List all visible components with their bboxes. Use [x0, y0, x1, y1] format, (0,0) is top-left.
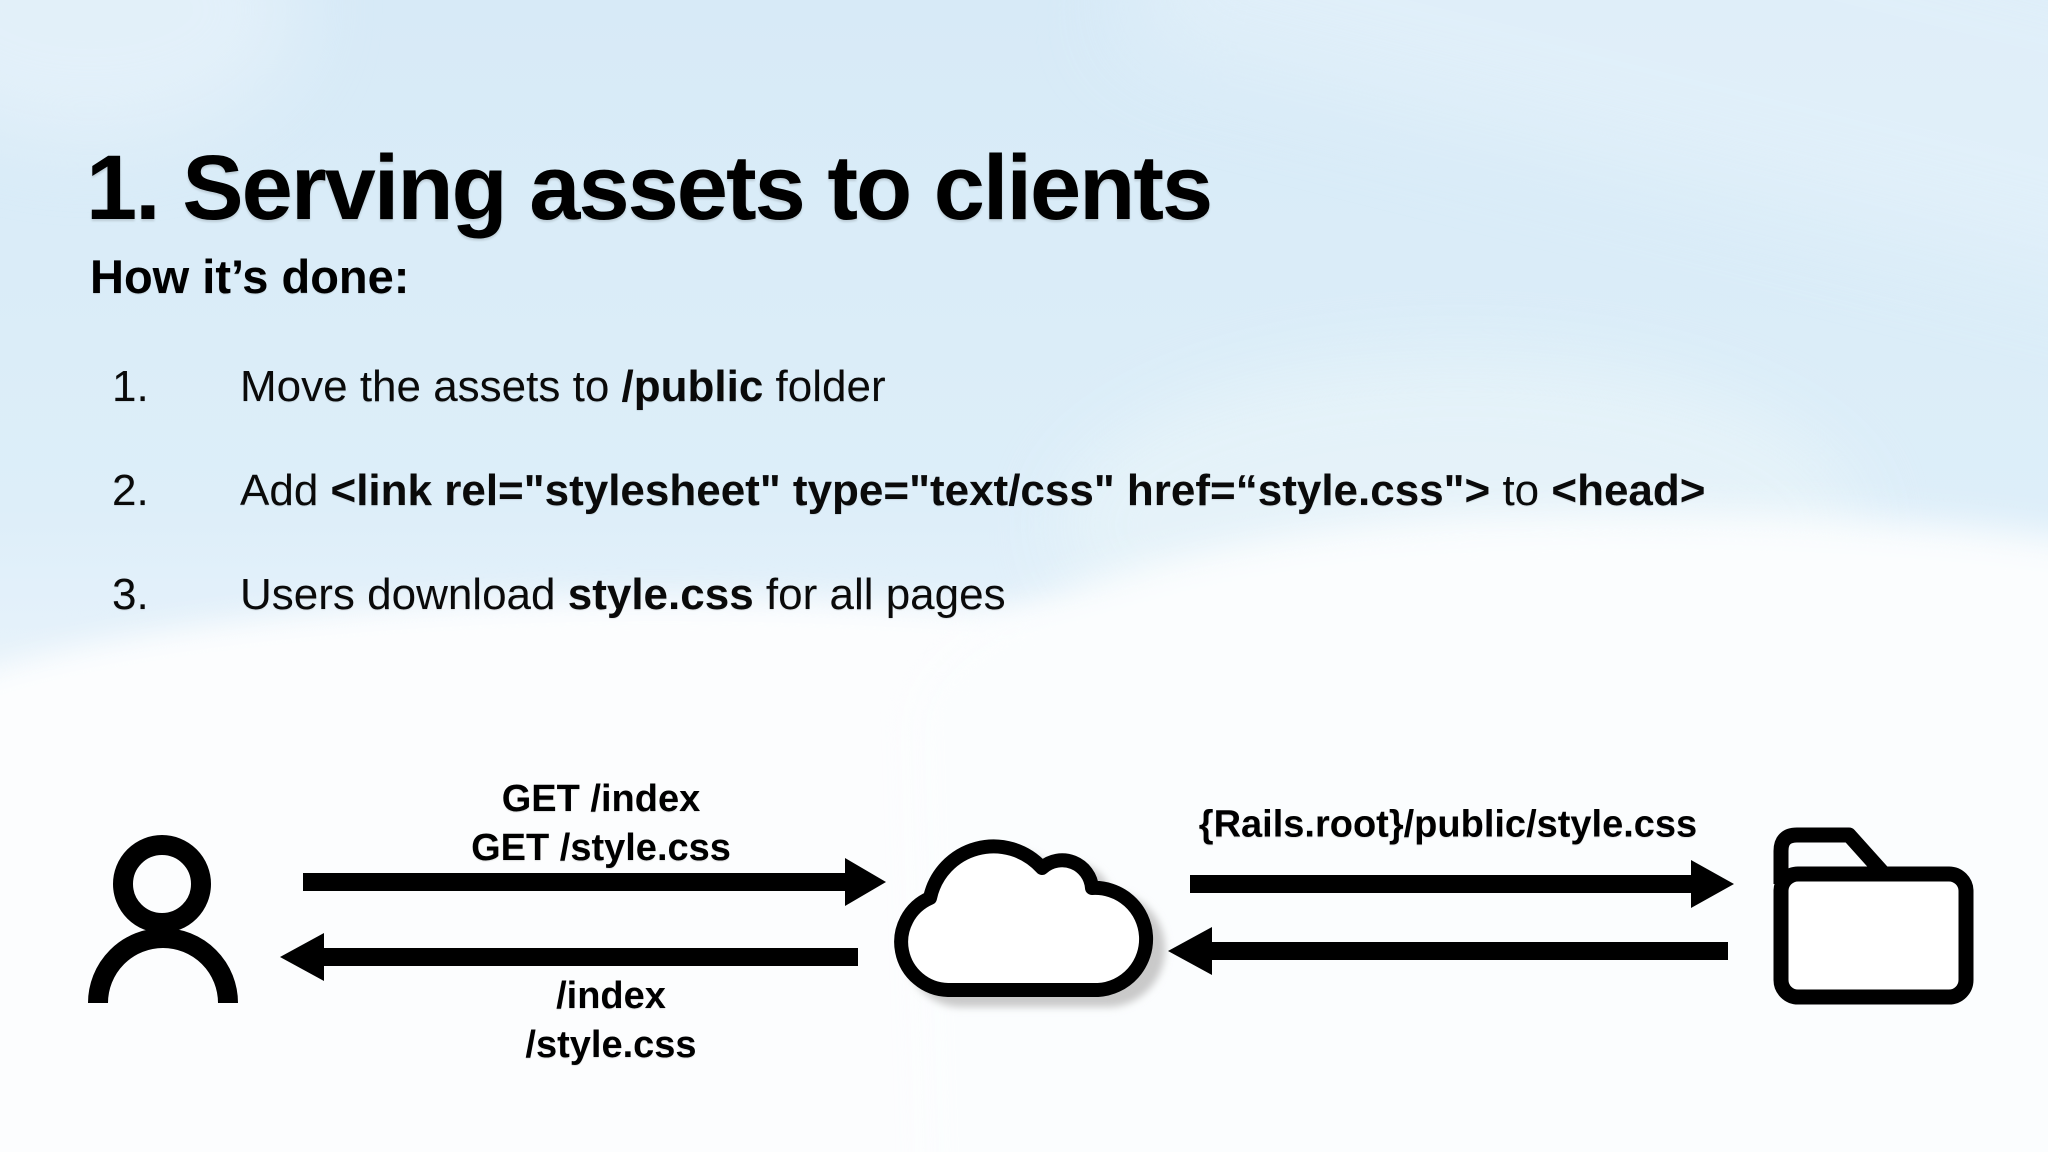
- request-label-line2: GET /style.css: [471, 827, 731, 869]
- step-text-bold: <head>: [1551, 466, 1706, 515]
- folder-icon: [1773, 827, 1974, 1005]
- step-text-bold: style.css: [567, 570, 754, 619]
- user-icon: [88, 835, 238, 1004]
- step-text: Move the assets to: [240, 362, 622, 411]
- slide-title: 1. Serving assets to clients: [86, 136, 1213, 239]
- list-item-2: 2. Add <link rel="stylesheet" type="text/…: [112, 465, 1705, 518]
- step-number: 3.: [112, 570, 149, 619]
- step-text-bold: /public: [621, 362, 764, 411]
- list-item-3: 3. Users download style.css for all pages: [112, 569, 1006, 622]
- request-label-line1: GET /index: [501, 778, 701, 820]
- response-label: /index /style.css: [525, 972, 696, 1070]
- step-number: 1.: [112, 362, 149, 411]
- step-number: 2.: [112, 466, 149, 515]
- response-label-line1: /index: [556, 975, 666, 1017]
- step-text: folder: [763, 362, 886, 411]
- arrow-client-to-server: [303, 858, 886, 906]
- list-item-1: 1. Move the assets to /public folder: [112, 361, 886, 414]
- arrow-storage-to-server: [1168, 927, 1728, 975]
- request-label: GET /index GET /style.css: [471, 775, 731, 873]
- step-text: to: [1490, 466, 1552, 515]
- steps-list: 1. Move the assets to /public folder 2. Ad…: [112, 361, 1705, 622]
- arrow-server-to-storage: [1190, 860, 1734, 908]
- step-text: for all pages: [753, 570, 1006, 619]
- response-label-line2: /style.css: [525, 1024, 697, 1066]
- cloud-icon: [894, 839, 1166, 1007]
- step-text: Users download: [240, 570, 568, 619]
- step-text-bold: <link rel="stylesheet" type="text/css" h…: [330, 466, 1491, 515]
- step-text: Add: [240, 466, 331, 515]
- storage-path-label: {Rails.root}/public/style.css: [1198, 803, 1698, 846]
- slide-subtitle: How it’s done:: [90, 250, 410, 303]
- arrow-server-to-client: [280, 933, 858, 981]
